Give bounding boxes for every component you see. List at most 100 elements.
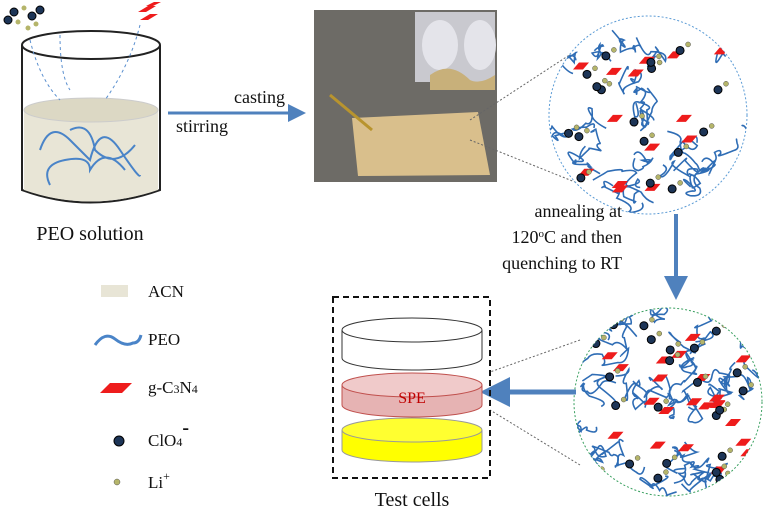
annealing-line-3: quenching to RT	[502, 253, 622, 273]
peo-chain	[704, 211, 723, 214]
lithium-ion	[33, 21, 39, 27]
g-c3n4-flake	[649, 441, 666, 449]
lithium-ion	[677, 180, 683, 186]
peo-chain	[681, 380, 704, 424]
lithium-ion	[721, 463, 728, 470]
peo-chain	[682, 166, 710, 197]
lithium-ion	[674, 351, 681, 358]
peo-chain	[699, 361, 736, 385]
peo-chain	[680, 463, 720, 493]
g-c3n4-flake	[627, 69, 644, 77]
peo-chain	[549, 24, 560, 61]
g-c3n4-flake	[658, 407, 675, 415]
peo-chain	[685, 315, 726, 361]
perchlorate-ion	[715, 405, 725, 415]
lithium-ion	[727, 447, 733, 454]
lithium-ion	[602, 77, 608, 84]
lithium-ion	[675, 341, 681, 347]
lithium-ion	[599, 320, 606, 326]
lithium-ion	[584, 127, 590, 134]
lithium-ion	[699, 339, 706, 345]
peo-chain	[614, 438, 646, 475]
peo-chain	[578, 127, 602, 161]
perchlorate-ion	[721, 27, 731, 37]
perchlorate-ion	[728, 476, 738, 486]
lithium-ion	[656, 330, 663, 337]
legend-li: Li+	[148, 469, 170, 492]
g-c3n4-flake	[605, 67, 622, 75]
peo-chain	[660, 393, 689, 420]
peo-chain	[635, 37, 667, 68]
peo-chain	[632, 101, 655, 126]
peo-chain	[592, 168, 641, 189]
perchlorate-ion	[590, 324, 600, 334]
lithium-ion	[592, 65, 598, 72]
lithium-ion	[708, 123, 715, 129]
lithium-ion	[656, 53, 662, 60]
zoom-line	[489, 409, 581, 466]
legend-acn: ACN	[148, 282, 184, 301]
legend-peo: PEO	[148, 330, 180, 349]
peo-chain	[705, 16, 736, 38]
cast-film-photo	[314, 10, 497, 182]
perchlorate-ion	[646, 57, 656, 67]
peo-chain	[618, 65, 643, 95]
perchlorate-ion	[611, 401, 621, 411]
g-c3n4-flake	[572, 62, 589, 70]
perchlorate-ion	[667, 184, 677, 194]
g-c3n4-flake	[677, 444, 694, 452]
peo-chain	[622, 185, 654, 204]
perchlorate-ion	[564, 128, 574, 138]
g-c3n4-flake	[643, 397, 660, 405]
lithium-ion	[723, 81, 729, 87]
perchlorate-ion	[576, 173, 586, 183]
peo-chain	[635, 85, 658, 132]
amorphous-spe-circle	[548, 15, 748, 215]
lithium-ion	[618, 315, 625, 322]
peo-chain	[632, 151, 654, 172]
perchlorate-ion	[625, 459, 635, 469]
g-c3n4-flake-icon	[100, 383, 132, 393]
falling-ions	[3, 5, 45, 31]
lithium-ion	[639, 113, 645, 119]
test-cell-stack	[332, 296, 491, 479]
perchlorate-ion	[629, 117, 639, 127]
peo-chain	[701, 138, 739, 163]
perchlorate-ion	[582, 69, 592, 79]
peo-chain	[567, 151, 601, 175]
stirring-label: stirring	[176, 116, 228, 136]
lithium-ion	[724, 401, 731, 407]
g-c3n4-flake	[644, 183, 661, 191]
lithium-ion	[614, 368, 621, 374]
lithium-ion	[649, 316, 655, 323]
peo-chain	[643, 376, 670, 399]
peo-chain	[668, 330, 714, 354]
perchlorate-ion	[605, 372, 615, 382]
perchlorate-ion	[574, 132, 584, 142]
perchlorate-ion-icon	[113, 435, 125, 447]
acn-swatch-icon	[101, 285, 128, 297]
lithium-ion	[649, 132, 655, 139]
legend-clo4: ClO4-	[148, 417, 189, 450]
peo-chain	[722, 308, 758, 310]
peo-chain	[673, 461, 710, 484]
perchlorate-ion	[665, 356, 675, 366]
lithium-ion	[586, 169, 592, 175]
lithium-ion	[731, 23, 738, 29]
peo-chain	[549, 16, 584, 27]
perchlorate-ion	[592, 82, 602, 92]
lithium-ion	[685, 41, 691, 48]
lithium-ion	[748, 382, 754, 388]
peo-chain	[570, 107, 607, 132]
test-cells-label: Test cells	[375, 489, 450, 511]
perchlorate-ion	[738, 386, 748, 396]
perchlorate-ion	[601, 51, 611, 61]
perchlorate-ion	[732, 368, 742, 378]
perchlorate-ion	[711, 326, 721, 336]
perchlorate-ion	[646, 335, 656, 345]
peo-chain	[588, 444, 620, 468]
perchlorate-ion	[713, 85, 723, 95]
falling-flakes	[138, 2, 161, 20]
annealing-line-1: annealing at	[535, 201, 622, 221]
perchlorate-ion	[689, 343, 699, 353]
